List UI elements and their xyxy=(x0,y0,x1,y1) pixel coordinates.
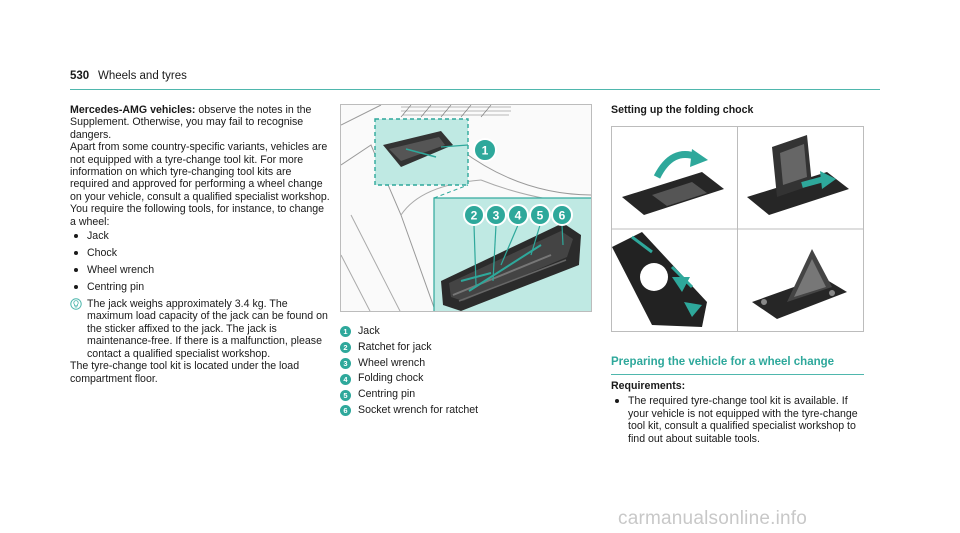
list-item: The required tyre-change tool kit is ava… xyxy=(611,395,865,445)
folding-chock-drawing xyxy=(612,127,863,331)
running-section-title: Wheels and tyres xyxy=(98,70,187,82)
list-item: 3 Wheel wrench xyxy=(340,356,478,372)
note-block: The jack weighs approximately 3.4 kg. Th… xyxy=(70,298,332,360)
amg-label: Mercedes-AMG vehicles: xyxy=(70,104,196,116)
svg-text:2: 2 xyxy=(471,209,478,223)
header-rule xyxy=(70,89,880,90)
note-text: The jack weighs approximately 3.4 kg. Th… xyxy=(87,298,328,360)
page-header: 530 Wheels and tyres xyxy=(70,70,880,92)
setup-chock-title: Setting up the folding chock xyxy=(611,104,754,116)
page-number: 530 xyxy=(70,70,90,82)
legend-number: 3 xyxy=(340,357,351,369)
callout-5: 5 xyxy=(529,204,551,226)
info-note-icon xyxy=(70,298,82,310)
text-column-right-top: Setting up the folding chock xyxy=(611,104,865,116)
svg-text:1: 1 xyxy=(482,144,489,158)
legend-number: 5 xyxy=(340,389,351,401)
list-item: Chock xyxy=(70,247,332,259)
chock-step-2 xyxy=(747,135,849,215)
svg-text:5: 5 xyxy=(537,209,544,223)
callout-1: 1 xyxy=(473,138,497,162)
chock-step-1 xyxy=(622,149,724,215)
legend-label: Socket wrench for ratchet xyxy=(358,403,479,416)
intro-paragraph: Apart from some country-specific variant… xyxy=(70,141,330,203)
folding-chock-illustration xyxy=(611,126,864,332)
list-item: 1 Jack xyxy=(340,324,478,340)
legend-number: 2 xyxy=(340,342,351,354)
list-item: 6 Socket wrench for ratchet xyxy=(340,403,478,419)
legend-label: Jack xyxy=(358,325,380,337)
svg-text:3: 3 xyxy=(493,209,500,223)
tools-list: Jack Chock Wheel wrench Centring pin xyxy=(70,230,332,293)
list-item: Wheel wrench xyxy=(70,264,332,276)
chock-step-3 xyxy=(612,232,707,327)
require-paragraph: You require the following tools, for ins… xyxy=(70,203,325,228)
list-item: Jack xyxy=(70,230,332,242)
section-heading: Preparing the vehicle for a wheel change xyxy=(611,356,864,375)
svg-text:6: 6 xyxy=(559,209,566,223)
amg-paragraph: Mercedes-AMG vehicles: observe the notes… xyxy=(70,104,332,141)
tool-kit-illustration: 1 2 3 4 5 6 xyxy=(340,104,592,312)
requirements-block: Requirements: The required tyre-change t… xyxy=(611,380,865,450)
legend-label: Ratchet for jack xyxy=(358,340,432,353)
location-paragraph: The tyre-change tool kit is located unde… xyxy=(70,360,300,385)
legend-number: 1 xyxy=(340,326,351,338)
requirements-list: The required tyre-change tool kit is ava… xyxy=(611,395,865,445)
list-item: Centring pin xyxy=(70,281,332,293)
requirements-label: Requirements: xyxy=(611,380,686,392)
legend-number: 6 xyxy=(340,405,351,417)
amg-text: observe the notes in the Supplement. Oth… xyxy=(70,104,312,141)
callout-6: 6 xyxy=(551,204,573,226)
legend-label: Wheel wrench xyxy=(358,356,426,369)
list-item: 2 Ratchet for jack xyxy=(340,340,478,356)
callout-2: 2 xyxy=(463,204,485,226)
list-item: 4 Folding chock xyxy=(340,371,478,387)
svg-text:4: 4 xyxy=(515,209,522,223)
callout-4: 4 xyxy=(507,204,529,226)
legend-label: Centring pin xyxy=(358,388,416,401)
tool-kit-drawing: 1 2 3 4 5 6 xyxy=(341,105,591,311)
chock-step-4 xyxy=(752,249,847,319)
legend-label: Folding chock xyxy=(358,372,424,385)
text-column-left: Mercedes-AMG vehicles: observe the notes… xyxy=(70,104,332,385)
list-item: 5 Centring pin xyxy=(340,387,478,403)
callout-3: 3 xyxy=(485,204,507,226)
legend-number: 4 xyxy=(340,373,351,385)
watermark: carmanualsonline.info xyxy=(618,508,808,529)
